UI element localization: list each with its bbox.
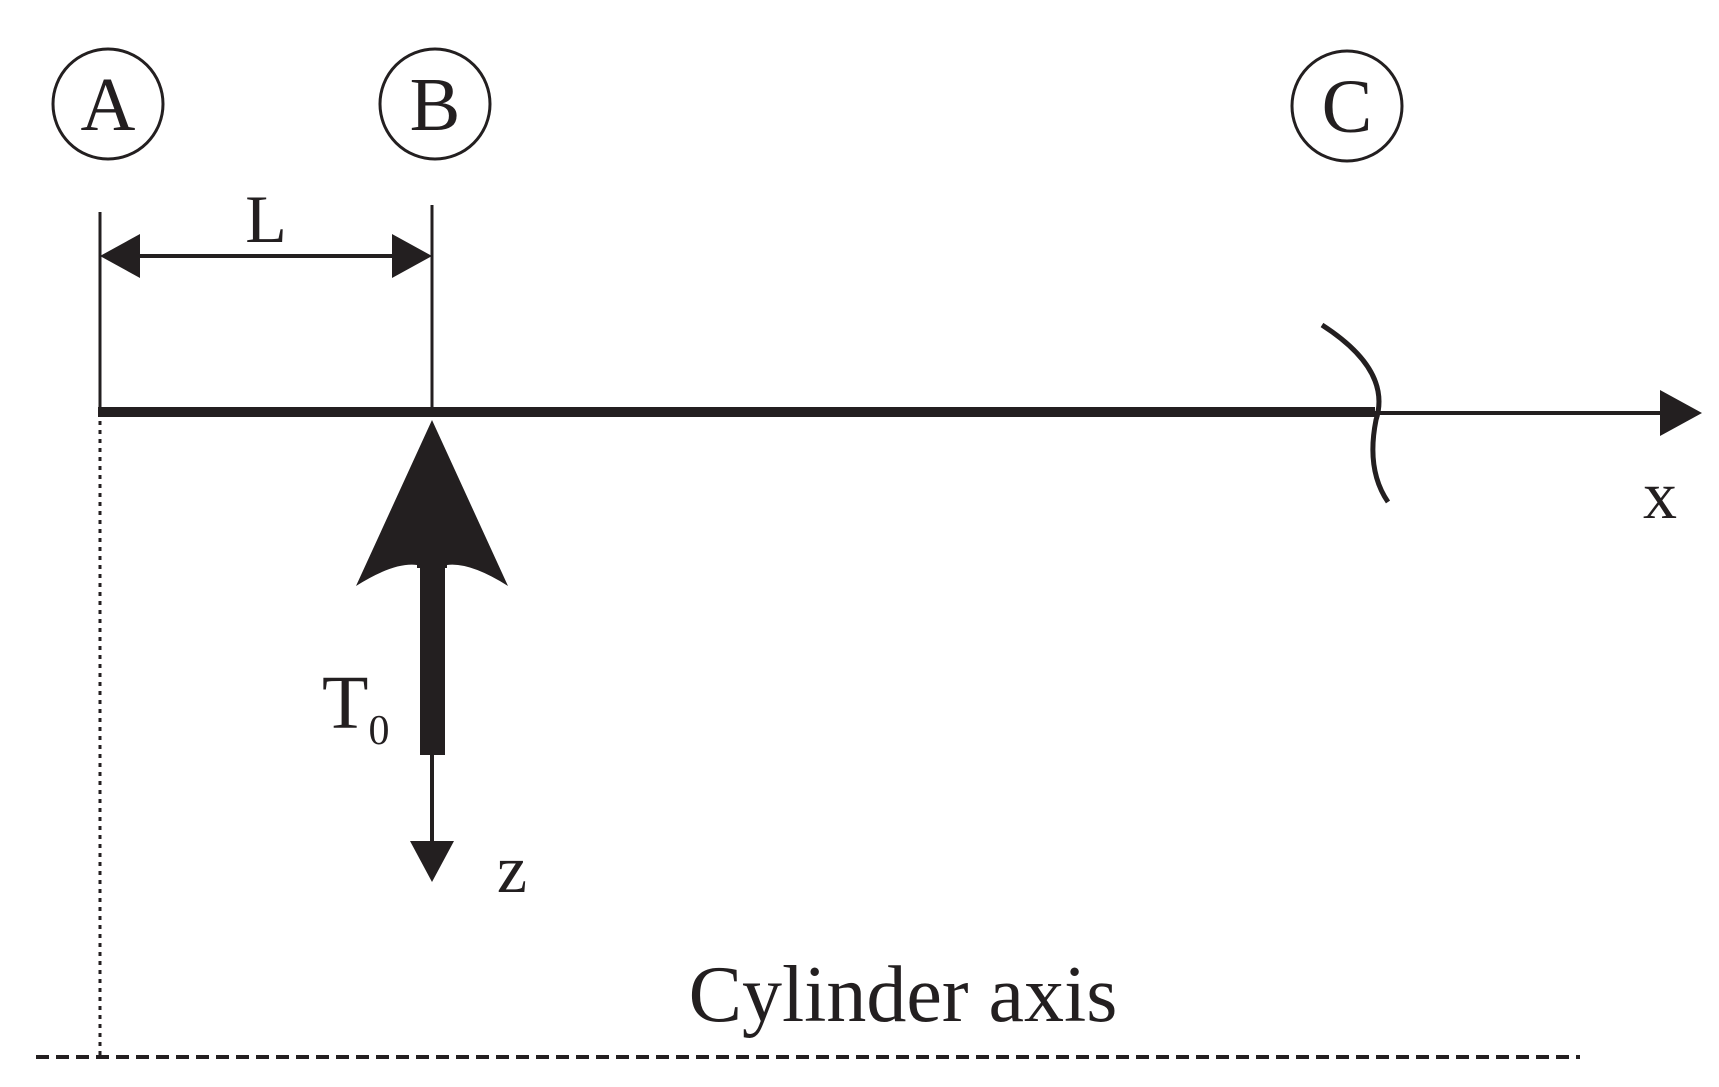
cylinder-axis-label: Cylinder axis <box>689 951 1118 1039</box>
point-a-marker: A <box>51 47 165 161</box>
dimension-label: L <box>245 181 287 257</box>
z-axis-arrowhead <box>410 841 454 882</box>
beam: x <box>98 322 1702 533</box>
point-b-label: B <box>410 63 461 147</box>
point-c-label: C <box>1322 65 1373 149</box>
dimension-arrowhead-right <box>392 234 432 278</box>
dimension-l: L <box>98 181 434 410</box>
force-arrow-t0: T0 <box>322 420 508 755</box>
x-axis-arrowhead <box>1660 390 1702 436</box>
break-mark <box>1320 322 1391 504</box>
force-arrowhead <box>356 420 508 586</box>
point-a-label: A <box>81 63 136 147</box>
force-label: T0 <box>322 661 389 754</box>
z-axis-label: z <box>497 831 527 907</box>
z-axis: z <box>410 755 527 907</box>
force-label-main: T <box>322 661 368 745</box>
dimension-arrowhead-left <box>100 234 140 278</box>
point-a-circle <box>51 47 165 161</box>
point-c-marker: C <box>1290 49 1404 163</box>
point-b-circle <box>378 47 492 161</box>
force-label-subscript: 0 <box>368 708 389 754</box>
x-axis-label: x <box>1643 457 1677 533</box>
cylinder-axis: Cylinder axis <box>36 412 1580 1059</box>
point-b-marker: B <box>378 47 492 161</box>
force-shaft <box>420 560 445 755</box>
point-c-circle <box>1290 49 1404 163</box>
